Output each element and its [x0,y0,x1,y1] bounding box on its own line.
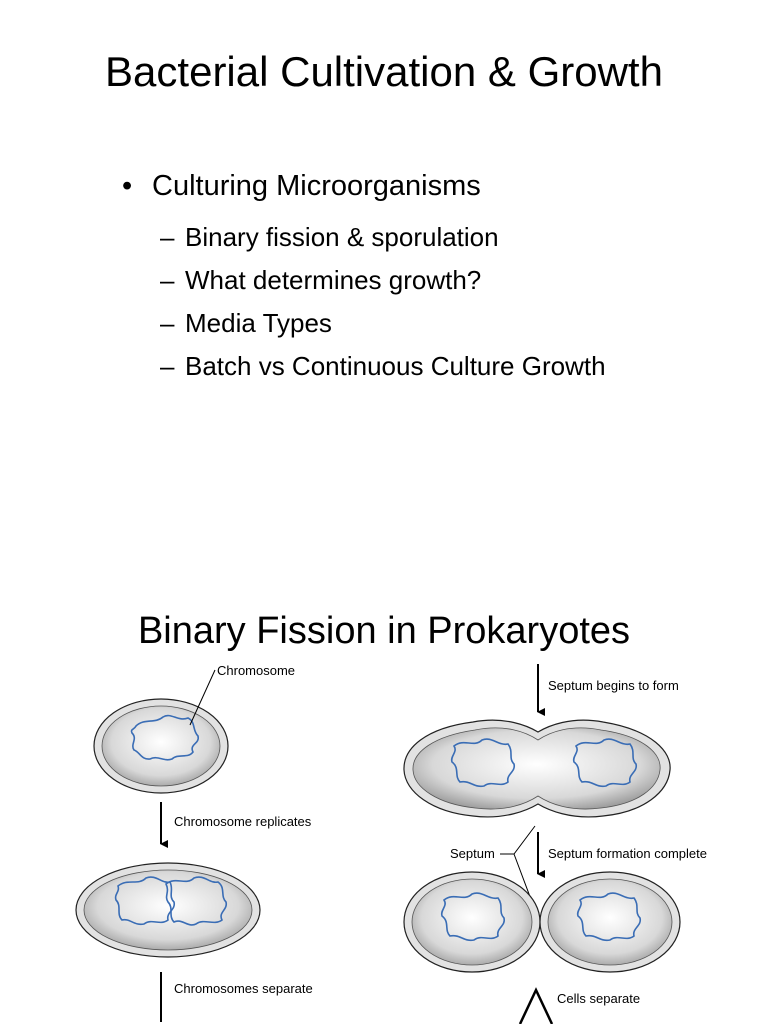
chromosome-label: Chromosome [217,663,295,678]
chromosome-icon [130,714,199,761]
sub-bullet-marker: – [160,222,175,252]
bullet-marker: • [122,170,133,202]
binary-fission-figure: Chromosome Chromosome replicates Chromos… [40,660,730,1024]
cell-stage-4 [403,871,681,973]
slide-title: Bacterial Cultivation & Growth [105,48,663,95]
septum-begins-label: Septum begins to form [548,678,679,693]
septum-label: Septum [450,846,495,861]
chromosome-icon [450,738,516,788]
cell-stage-3 [403,719,671,818]
chromosome-icon [572,738,638,788]
chromosome-replicates-label: Chromosome replicates [174,814,312,829]
septum-complete-label: Septum formation complete [548,846,707,861]
bullet-text: Culturing Microorganisms [152,170,481,202]
sub-bullet-text: Binary fission & sporulation [185,222,499,252]
cell-stage-2 [75,862,261,958]
cell-stage-1 [93,669,229,794]
binary-fission-diagram: Chromosome Chromosome replicates Chromos… [75,663,707,1024]
chromosomes-separate-label: Chromosomes separate [174,981,313,996]
sub-bullet-text: Batch vs Continuous Culture Growth [185,351,606,381]
sub-bullet-text: What determines growth? [185,265,482,295]
chromosome-icon [576,892,642,942]
slide-title: Binary Fission in Prokaryotes [137,610,631,652]
sub-bullet-text: Media Types [185,308,332,338]
chromosome-icon [164,876,228,926]
chromosome-icon [114,876,176,926]
slide-2: Binary Fission in Prokaryotes Chr [0,600,768,1024]
cells-separate-label: Cells separate [557,991,640,1006]
sub-bullet-marker: – [160,265,175,295]
split-arrow-icon [518,987,554,1024]
slide-1: Bacterial Cultivation & Growth • Culturi… [105,48,663,381]
sub-bullet-marker: – [160,351,175,381]
sub-bullet-marker: – [160,308,175,338]
chromosome-icon [440,892,506,942]
